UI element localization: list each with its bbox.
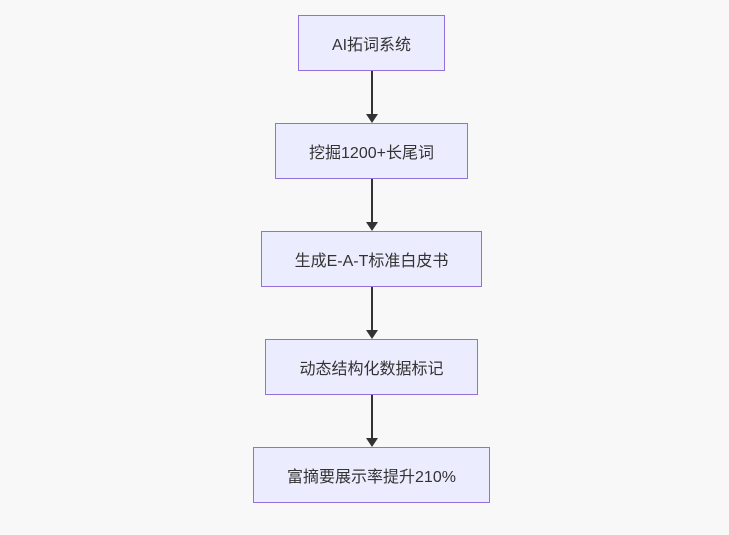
arrow-down-icon (365, 287, 378, 339)
arrow-line (370, 287, 373, 331)
flow-node-structured-data: 动态结构化数据标记 (265, 339, 478, 395)
flowchart: AI拓词系统 挖掘1200+长尾词 生成E-A-T标准白皮书 动态结构化数据标记… (253, 15, 490, 535)
arrow-line (370, 71, 373, 115)
arrow-line (370, 179, 373, 223)
arrowhead-icon (365, 330, 378, 339)
arrowhead-icon (365, 222, 378, 231)
arrow-down-icon (365, 395, 378, 447)
arrow-down-icon (365, 71, 378, 123)
arrowhead-icon (365, 114, 378, 123)
flow-node-rich-snippet-rate: 富摘要展示率提升210% (253, 447, 490, 503)
arrow-down-icon (365, 179, 378, 231)
flow-node-longtail-keywords: 挖掘1200+长尾词 (275, 123, 468, 179)
arrow-line (370, 395, 373, 439)
arrowhead-icon (365, 438, 378, 447)
flow-node-ai-system: AI拓词系统 (297, 15, 446, 71)
flow-node-eat-whitepaper: 生成E-A-T标准白皮书 (260, 231, 483, 287)
